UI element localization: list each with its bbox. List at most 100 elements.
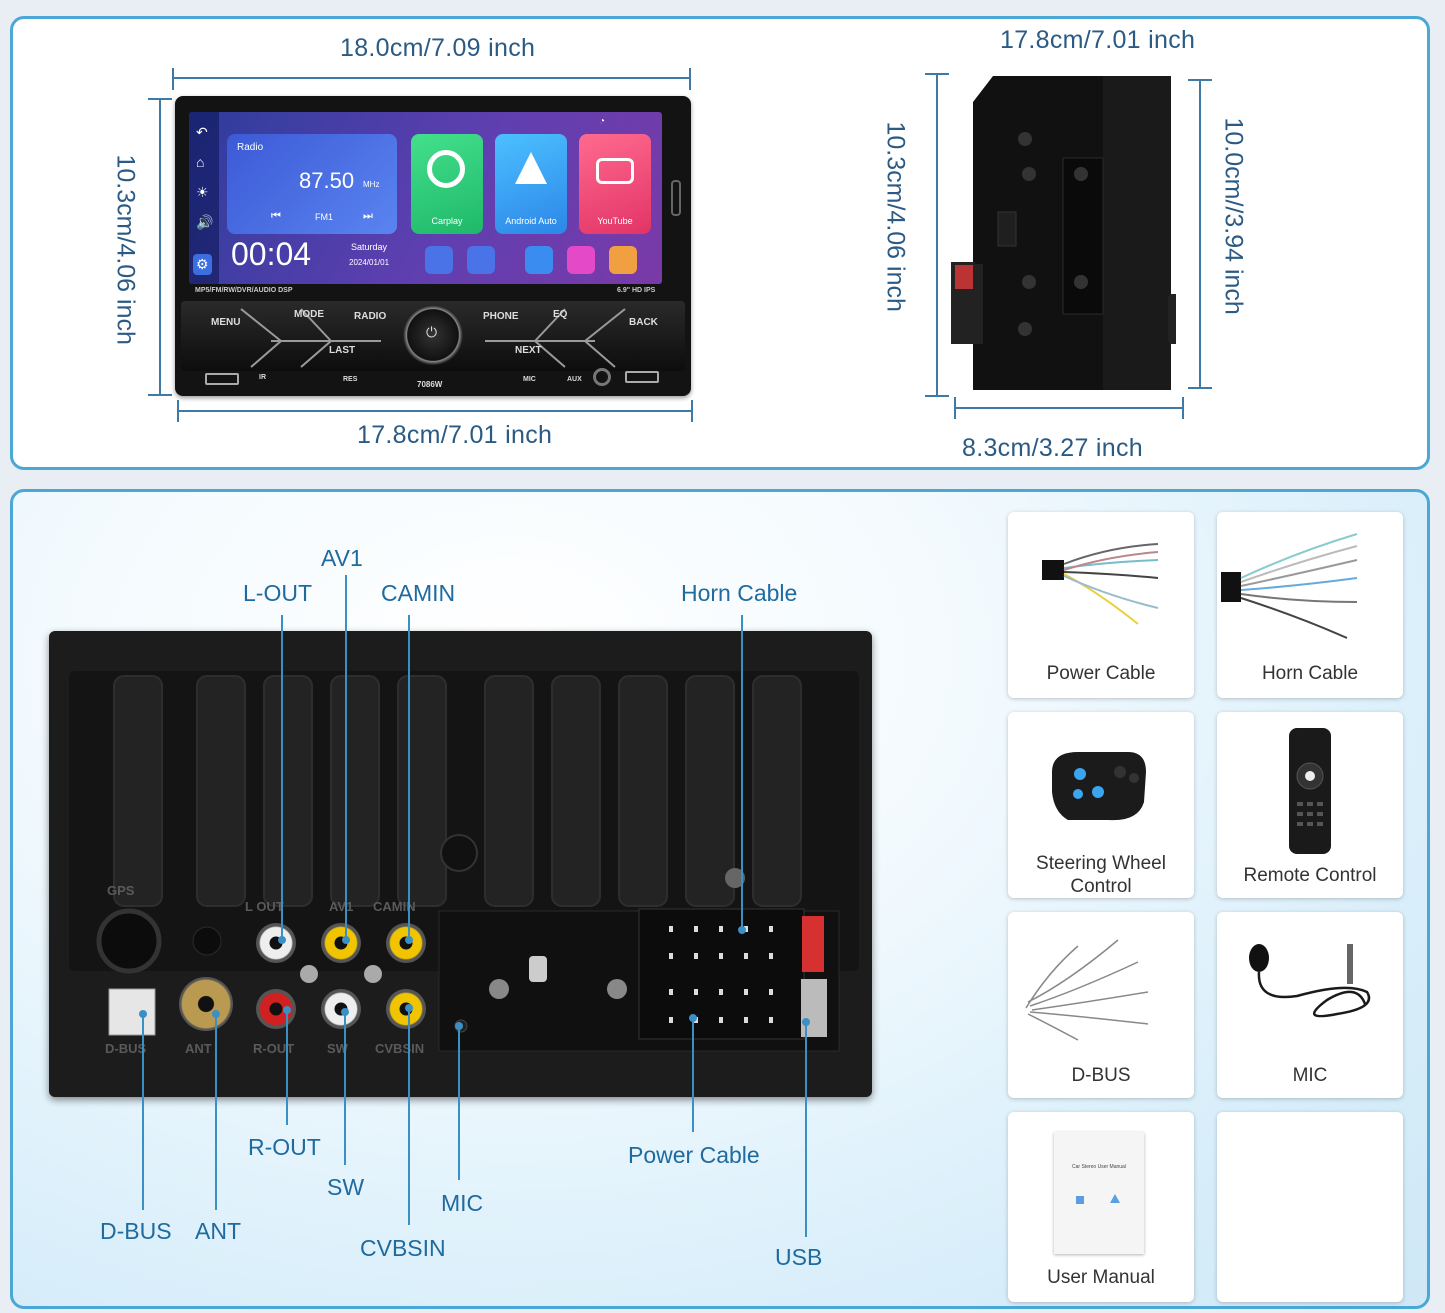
power-volume-knob[interactable]: ⏻	[403, 305, 463, 365]
callout-rout: R-OUT	[248, 1134, 321, 1160]
next-button[interactable]: NEXT	[515, 345, 542, 356]
front-width-top-label: 18.0cm/7.09 inch	[340, 34, 536, 62]
app-label: Carplay	[431, 216, 463, 226]
rca-av1-yellow	[321, 923, 361, 963]
callout-camin: CAMIN	[381, 580, 456, 606]
settings-gear-icon: ⚙	[193, 254, 212, 275]
radio-band: FM1	[315, 212, 333, 222]
screen-sidebar: ↶ ⌂ ☀ 🔊 ⚙	[189, 112, 219, 284]
eq-button[interactable]: EQ	[553, 309, 568, 320]
rear-label-cvbsin: CVBSIN	[375, 1041, 425, 1056]
model-label: 7086W	[417, 380, 443, 389]
callout-usb: USB	[775, 1244, 823, 1270]
callout-ant: ANT	[195, 1218, 241, 1244]
head-unit-front: ↶ ⌂ ☀ 🔊 ⚙ Radio 87.50 MHz ⏮ FM1 ⏭ Carpla…	[175, 96, 691, 396]
head-unit-side-view	[973, 76, 1176, 390]
clock-day: Saturday	[351, 242, 388, 252]
next-track-icon: ⏭	[363, 210, 373, 222]
power-icon: ⏻	[426, 324, 438, 340]
mode-button[interactable]: MODE	[294, 309, 324, 320]
usb-port-left	[205, 373, 239, 385]
rear-label-rout: R-OUT	[253, 1041, 295, 1056]
radio-button[interactable]: RADIO	[354, 311, 387, 322]
button-bar: MENU MODE RADIO LAST PHONE EQ NEXT BACK …	[181, 301, 685, 371]
head-unit-rear: GPS L OUT AV1 CAMIN D-BUS ANT R-OUT SW C…	[49, 631, 872, 1097]
carplay-icon	[427, 150, 465, 188]
rear-label-gps: GPS	[107, 883, 135, 898]
callout-lout: L-OUT	[243, 580, 312, 606]
accessory-label: Horn Cable	[1261, 663, 1359, 684]
horn-cable-image	[1221, 533, 1358, 639]
aux-jack	[593, 368, 611, 386]
accessory-label: Steering Wheel Control	[1036, 853, 1166, 897]
rear-label-lout: L OUT	[245, 899, 284, 914]
app-label: YouTube	[597, 216, 633, 226]
brightness-icon: ☀	[196, 184, 209, 200]
manual-cover-title: Car Stereo User Manual	[1072, 1164, 1126, 1170]
rca-sw-white	[321, 989, 361, 1029]
mic-image	[1249, 944, 1371, 1018]
bluetooth-icon	[525, 246, 553, 274]
accessory-label: Power Cable	[1046, 663, 1156, 684]
callout-av1: AV1	[321, 545, 363, 571]
mic-label: MIC	[523, 376, 536, 383]
radio-widget: Radio 87.50 MHz ⏮ FM1 ⏭	[227, 134, 397, 234]
accessory-card-remote-control: Remote Control	[1217, 712, 1403, 898]
rear-label-camin: CAMIN	[373, 899, 416, 914]
app-tile-carplay: Carplay	[411, 134, 483, 234]
rear-label-av1: AV1	[329, 899, 354, 914]
accessory-label: MIC	[1292, 1065, 1328, 1086]
accessory-label: Remote Control	[1243, 865, 1377, 886]
app-label: Android Auto	[505, 216, 557, 226]
steering-wheel-control-image	[1052, 752, 1146, 821]
multi-screen-icon	[467, 246, 495, 274]
ir-label: IR	[259, 374, 266, 381]
rear-label-sw: SW	[327, 1041, 348, 1056]
callout-horn-cable: Horn Cable	[681, 580, 798, 606]
callout-power-cable: Power Cable	[628, 1142, 760, 1168]
accessory-card-horn-cable: Horn Cable	[1217, 512, 1403, 698]
rear-label-dbus: D-BUS	[105, 1041, 147, 1056]
rca-camin-yellow	[386, 923, 426, 963]
remote-control-image	[1289, 728, 1331, 854]
manual-android-icon	[1110, 1194, 1120, 1203]
wifi-icon: ◔	[599, 116, 606, 127]
screen-mirror-icon	[425, 246, 453, 274]
clock-date: 2024/01/01	[349, 258, 390, 267]
side-red-plug	[955, 265, 973, 289]
usb-port-right	[625, 371, 659, 383]
screen-footer-right: 6.9" HD IPS	[617, 287, 656, 294]
app-tile-android-auto: Android Auto	[495, 134, 567, 234]
accessory-card-steering-wheel-control: Steering Wheel Control	[1008, 712, 1194, 898]
callout-cvbsin: CVBSIN	[360, 1235, 446, 1261]
manual-carplay-icon	[1076, 1196, 1084, 1204]
accessory-card-user-manual: Car Stereo User Manual User Manual	[1008, 1112, 1194, 1302]
accessory-card-dbus: D-BUS	[1008, 912, 1194, 1098]
radio-frequency: 87.50	[299, 168, 355, 193]
antenna-socket	[179, 977, 233, 1031]
res-label: RES	[343, 376, 358, 383]
user-manual-cover: Car Stereo User Manual	[1054, 1132, 1144, 1254]
back-arrow-icon: ↶	[196, 124, 208, 140]
phone-button[interactable]: PHONE	[483, 311, 519, 322]
accessory-card-empty	[1217, 1112, 1403, 1302]
youtube-icon	[596, 158, 634, 184]
head-unit-screen: ↶ ⌂ ☀ 🔊 ⚙ Radio 87.50 MHz ⏮ FM1 ⏭ Carpla…	[189, 112, 662, 284]
side-depth-top-label: 17.8cm/7.01 inch	[1000, 26, 1196, 54]
back-button[interactable]: BACK	[629, 317, 658, 328]
accessory-label: User Manual	[1047, 1267, 1155, 1288]
radio-frequency-unit: MHz	[363, 180, 380, 189]
dimension-lines	[148, 68, 1212, 422]
rca-lout-white	[256, 923, 296, 963]
last-button[interactable]: LAST	[329, 345, 356, 356]
android-auto-icon	[515, 152, 547, 184]
callout-sw: SW	[327, 1174, 365, 1200]
accessory-card-mic: MIC	[1217, 912, 1403, 1098]
accessory-label: D-BUS	[1071, 1065, 1131, 1086]
radio-label: Radio	[237, 142, 264, 153]
menu-button[interactable]: MENU	[211, 317, 241, 328]
accessory-card-power-cable: Power Cable	[1008, 512, 1194, 698]
app-tile-youtube: YouTube	[579, 134, 651, 234]
rear-ribs	[69, 671, 859, 1052]
